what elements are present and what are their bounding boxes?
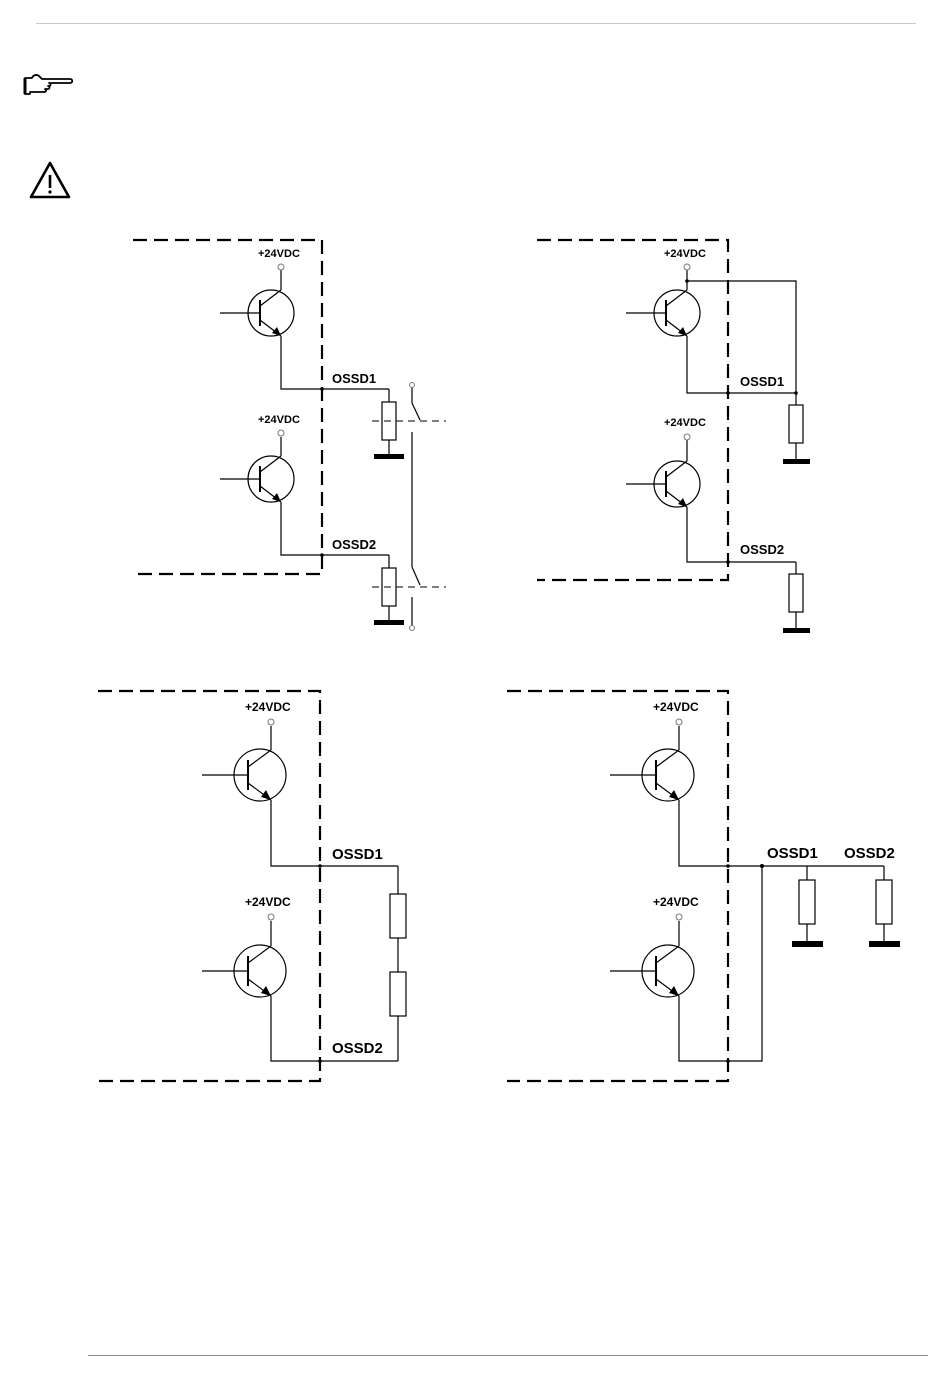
supply-label: +24VDC bbox=[653, 700, 699, 714]
ossd1-label: OSSD1 bbox=[767, 845, 818, 862]
ground-symbol bbox=[869, 941, 900, 947]
load-resistor-2 bbox=[876, 880, 892, 924]
ossd2-label: OSSD2 bbox=[844, 845, 895, 862]
footer-rule bbox=[88, 1355, 928, 1356]
supply-label: +24VDC bbox=[653, 895, 699, 909]
transistor-2 bbox=[610, 945, 694, 997]
load-resistor-1 bbox=[799, 880, 815, 924]
transistor-1 bbox=[610, 749, 694, 801]
ground-symbol bbox=[792, 941, 823, 947]
